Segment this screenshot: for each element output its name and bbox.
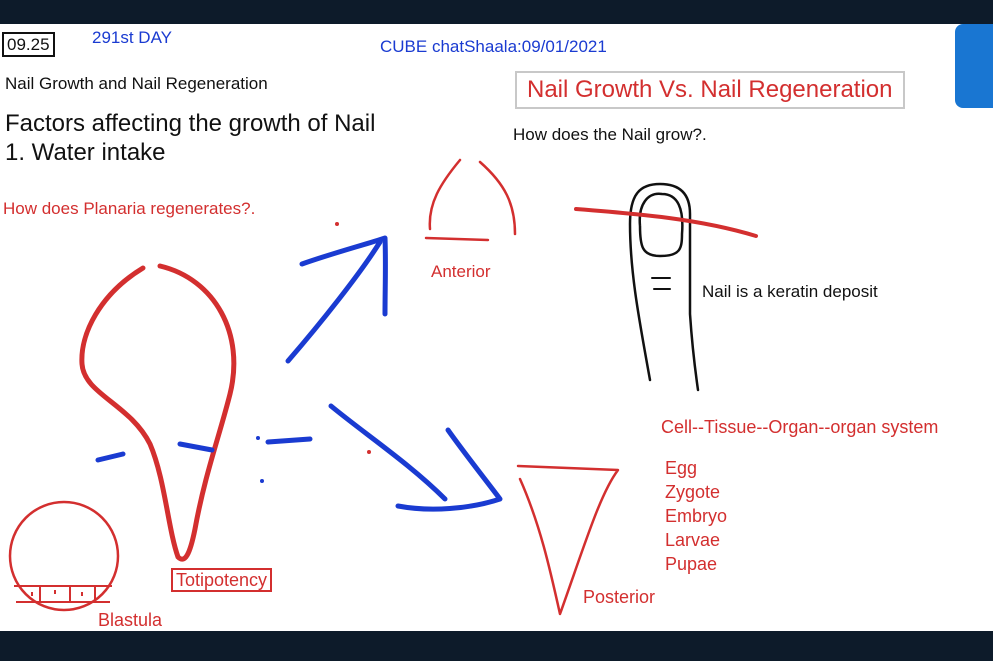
top-status-bar xyxy=(0,0,993,24)
red-dot-2 xyxy=(367,450,371,454)
arrow-to-anterior xyxy=(285,235,388,364)
stage-pupae: Pupae xyxy=(665,554,718,574)
bottom-navigation-bar xyxy=(0,631,993,661)
blue-dot-1 xyxy=(256,436,260,440)
planaria-outline xyxy=(79,263,237,562)
blue-dot-2 xyxy=(260,479,264,483)
ink-drawing-layer xyxy=(8,158,758,616)
side-panel-tab[interactable] xyxy=(955,24,993,108)
day-label: 291st DAY xyxy=(92,28,173,47)
blastula-circle xyxy=(8,500,120,612)
nail-plate xyxy=(638,192,684,258)
stage-embryo: Embryo xyxy=(665,506,728,526)
totipotency-label: Totipotency xyxy=(171,568,273,592)
blastula-label: Blastula xyxy=(98,610,163,630)
nail-growth-question: How does the Nail grow?. xyxy=(513,125,707,144)
factors-heading: Factors affecting the growth of Nail xyxy=(5,110,376,137)
session-title: CUBE chatShaala:09/01/2021 xyxy=(380,37,607,56)
planaria-question: How does Planaria regenerates?. xyxy=(3,199,256,218)
anterior-fragment xyxy=(424,158,517,242)
anterior-label: Anterior xyxy=(431,262,491,281)
cut-line-dashes xyxy=(95,436,313,463)
posterior-label: Posterior xyxy=(583,587,656,607)
factor-item-1: 1. Water intake xyxy=(5,139,166,166)
comparison-title: Nail Growth Vs. Nail Regeneration xyxy=(515,71,905,109)
stage-egg: Egg xyxy=(665,458,698,478)
stage-zygote: Zygote xyxy=(665,482,721,502)
hierarchy-label: Cell--Tissue--Organ--organ system xyxy=(661,417,939,437)
posterior-fragment xyxy=(516,464,620,616)
nail-cut-line xyxy=(574,207,758,238)
arrow-to-posterior xyxy=(328,403,503,512)
knuckle-lines xyxy=(651,277,671,290)
nail-keratin-note: Nail is a keratin deposit xyxy=(702,282,878,301)
time-label: 09.25 xyxy=(2,32,55,57)
red-dot-1 xyxy=(335,222,339,226)
finger-outline xyxy=(628,182,700,392)
blastula-cells xyxy=(14,585,112,603)
stage-larvae: Larvae xyxy=(665,530,721,550)
whiteboard-canvas[interactable]: 09.25 291st DAY CUBE chatShaala:09/01/20… xyxy=(0,24,993,631)
topic-label: Nail Growth and Nail Regeneration xyxy=(5,74,268,93)
